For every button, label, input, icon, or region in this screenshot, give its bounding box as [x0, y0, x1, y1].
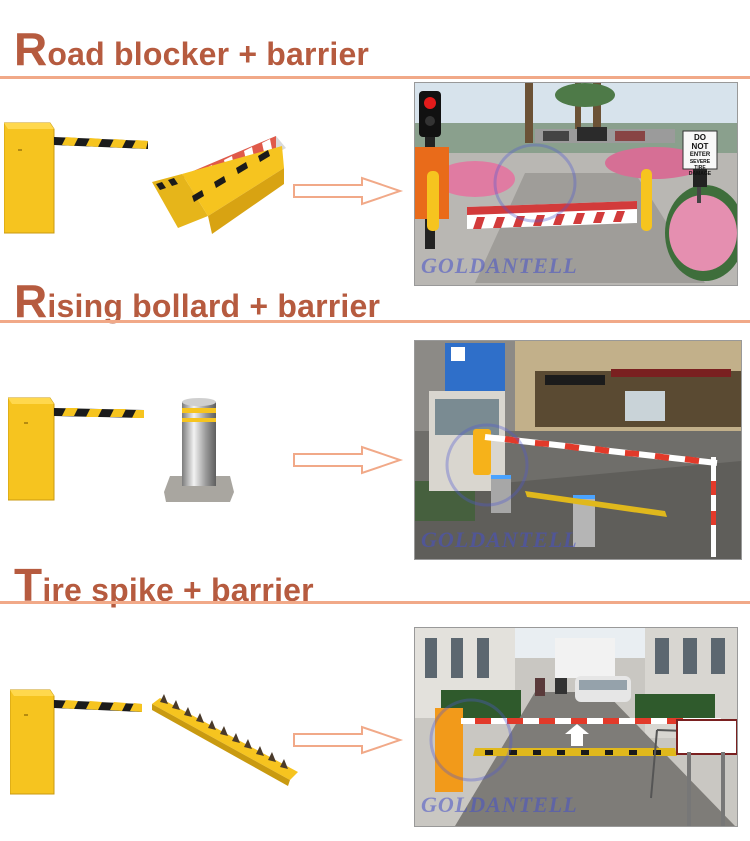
barrier-gate-image — [10, 689, 142, 795]
sign-line: NOT — [691, 142, 709, 151]
goldantell-watermark: GOLDANTELL — [421, 527, 578, 552]
tire-spike-image — [152, 694, 298, 786]
rising-bollard-image — [164, 398, 234, 502]
goldantell-watermark: GOLDANTELL — [421, 792, 578, 817]
rising-bollard-photo: GOLDANTELL — [414, 340, 742, 560]
title-rest: oad blocker + barrier — [47, 36, 370, 72]
title-rest: ising bollard + barrier — [47, 288, 381, 324]
sign-line: SEVERE TIRE — [689, 159, 711, 171]
road-blocker-photo: DO NOT ENTER SEVERE TIRE DAMAGE GOLDANTE… — [414, 82, 738, 286]
do-not-enter-sign: DO NOT ENTER SEVERE TIRE DAMAGE — [685, 133, 715, 177]
tire-spike-photo: GOLDANTELL — [414, 627, 738, 827]
section-divider — [0, 601, 750, 604]
section-title-rising-bollard: Rising bollard + barrier — [14, 274, 380, 328]
arrow-right-icon — [293, 445, 404, 475]
arrow-right-icon — [293, 176, 404, 206]
section-divider — [0, 320, 750, 323]
sign-line: DO — [694, 133, 706, 142]
section-title-road-blocker: Road blocker + barrier — [14, 22, 369, 76]
road-blocker-image — [152, 136, 286, 234]
barrier-gate-image — [8, 397, 144, 501]
barrier-gate-image — [4, 122, 148, 234]
goldantell-watermark: GOLDANTELL — [421, 253, 578, 278]
sign-line: DAMAGE — [688, 171, 712, 177]
title-initial: R — [14, 275, 48, 327]
sign-line: ENTER — [689, 152, 711, 158]
arrow-right-icon — [293, 725, 404, 755]
section-divider — [0, 76, 750, 79]
title-initial: R — [14, 23, 48, 75]
